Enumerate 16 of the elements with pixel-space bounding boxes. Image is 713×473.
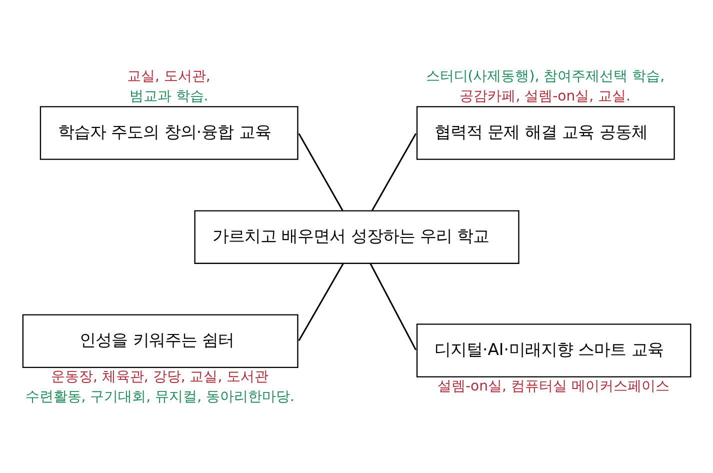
node-label: 스터디(사제동행), 참여주제선택 학습, bbox=[426, 68, 665, 85]
node-label: 교실, 도서관, bbox=[127, 68, 210, 85]
node-label: 수련활동, 구기대회, 뮤지컬, 동아리한마당. bbox=[25, 388, 294, 405]
connector bbox=[370, 263, 417, 350]
node-box: 가르치고 배우면서 성장하는 우리 학교 bbox=[194, 210, 520, 264]
node-label: 운동장, 체육관, 강당, 교실, 도서관 bbox=[51, 369, 269, 386]
node-box: 협력적 문제 해결 교육 공동체 bbox=[416, 106, 675, 160]
connector bbox=[371, 133, 416, 211]
node-label: 공감카페, 설렘-on실, 교실. bbox=[460, 88, 630, 104]
node-box: 디지털·AI·미래지향 스마트 교육 bbox=[416, 324, 692, 378]
node-box: 학습자 주도의 창의·융합 교육 bbox=[40, 106, 298, 160]
connector bbox=[298, 133, 344, 211]
connector bbox=[298, 263, 344, 341]
node-box: 인성을 키워주는 쉼터 bbox=[22, 314, 298, 368]
node-label: 설렘-on실, 컴퓨터실 메이커스페이스 bbox=[437, 378, 670, 394]
node-label: 범교과 학습. bbox=[129, 88, 208, 104]
